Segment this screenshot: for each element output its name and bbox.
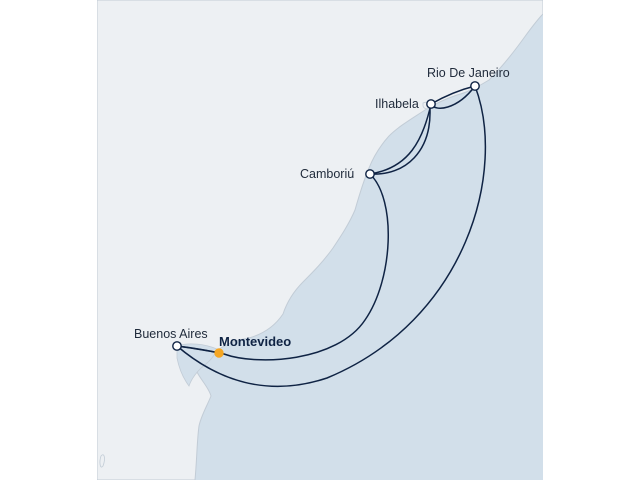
port-label-camboriu: Camboriú <box>300 167 354 181</box>
port-marker-ilhabela[interactable] <box>426 99 436 109</box>
port-labels: Rio De Janeiro Ilhabela Camboriú Buenos … <box>134 66 510 349</box>
port-marker-rio-de-janeiro[interactable] <box>470 81 480 91</box>
route-map: Rio De Janeiro Ilhabela Camboriú Buenos … <box>97 0 543 480</box>
map-canvas: Rio De Janeiro Ilhabela Camboriú Buenos … <box>97 0 543 480</box>
route-rio-to-buenos-aires <box>176 85 487 388</box>
port-label-buenos-aires: Buenos Aires <box>134 327 208 341</box>
route-ilhabela-to-camboriu <box>369 103 432 175</box>
port-label-ilhabela: Ilhabela <box>375 97 419 111</box>
port-label-rio-de-janeiro: Rio De Janeiro <box>427 66 510 80</box>
land-south-islet <box>99 454 105 468</box>
port-label-montevideo: Montevideo <box>219 334 291 349</box>
port-markers <box>172 81 480 358</box>
port-marker-buenos-aires[interactable] <box>172 341 182 351</box>
port-marker-camboriu[interactable] <box>365 169 375 179</box>
port-marker-montevideo[interactable] <box>214 348 224 358</box>
